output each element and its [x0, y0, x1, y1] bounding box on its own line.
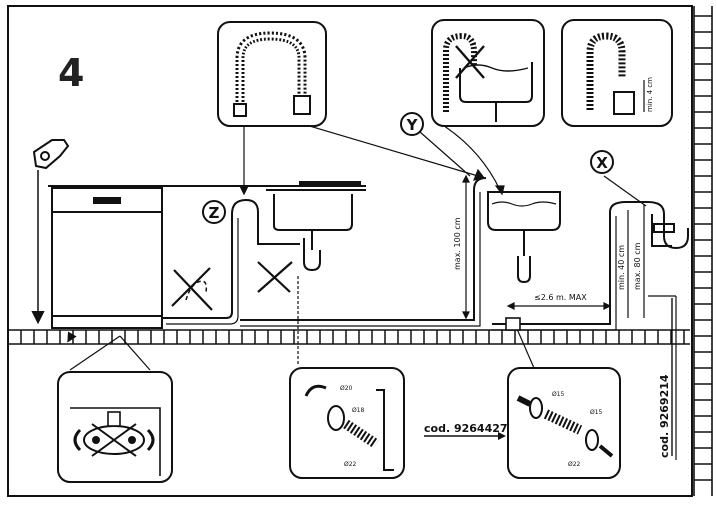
detail-box-hose [217, 21, 327, 127]
svg-text:max. 100 cm: max. 100 cm [453, 217, 462, 270]
detail-box-connector-fitting: Ø15 Ø22 Ø15 [507, 367, 621, 479]
detail-box-dishwasher-rear [57, 371, 173, 483]
svg-text:Ø22: Ø22 [344, 461, 357, 468]
dimension-min-max: min. 40 cm max. 80 cm [617, 204, 645, 318]
wall-siphon [647, 201, 689, 250]
callout-x: X [590, 150, 614, 174]
callout-z: Z [202, 200, 226, 224]
svg-text:X: X [596, 154, 608, 172]
svg-text:cod. 9269214: cod. 9269214 [658, 374, 671, 458]
figure-border [7, 5, 693, 497]
detail-box-siphon-fitting: Ø20 Ø18 Ø22 [289, 367, 405, 479]
floor-strip [7, 329, 690, 345]
svg-text:max. 80 cm: max. 80 cm [633, 242, 642, 290]
drain-hose [162, 177, 648, 331]
svg-text:≤2.6 m. MAX: ≤2.6 m. MAX [534, 293, 587, 302]
dimension-length: ≤2.6 m. MAX [506, 293, 612, 310]
svg-text:min. 40 cm: min. 40 cm [617, 245, 626, 290]
hose-connector [505, 317, 521, 331]
svg-text:Y: Y [406, 116, 419, 134]
svg-text:Ø22: Ø22 [568, 461, 581, 468]
leader-lines [67, 121, 677, 460]
detail-box-min-4cm: min. 4 cm [561, 19, 673, 127]
hose-code-horizontal: cod. 9264427 [424, 422, 508, 440]
svg-text:Ø15: Ø15 [590, 409, 603, 416]
standpipe-sink [487, 191, 561, 284]
hose-code-vertical: cod. 9269214 [658, 298, 673, 458]
wrong-drain-left [171, 267, 213, 311]
dimension-max-100: max. 100 cm [453, 174, 470, 320]
step-number: 4 [58, 51, 84, 95]
brick-wall [693, 6, 713, 496]
svg-text:Ø15: Ø15 [552, 391, 565, 398]
detail-box-sink-wrong [431, 19, 545, 127]
dishwasher [48, 185, 236, 329]
svg-text:Z: Z [209, 204, 220, 222]
hand-pointer-icon [31, 139, 70, 325]
svg-text:Ø20: Ø20 [340, 385, 353, 392]
svg-text:Ø18: Ø18 [352, 407, 365, 414]
svg-text:cod. 9264427: cod. 9264427 [424, 422, 508, 435]
svg-text:min. 4 cm: min. 4 cm [646, 77, 654, 112]
callout-y: Y [400, 112, 471, 177]
kitchen-sink [236, 181, 366, 272]
wrong-siphon [257, 261, 293, 293]
